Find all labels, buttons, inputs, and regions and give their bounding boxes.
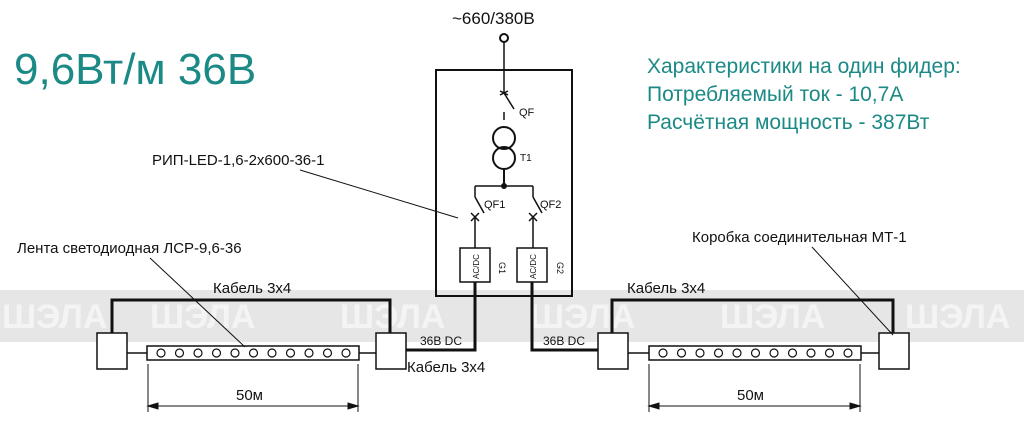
acdc-converter-1 [459,247,491,283]
led-icon [750,348,761,358]
supply-terminal-icon [499,33,509,43]
watermark-text-6: ШЭЛА [905,298,1010,336]
led-icon [787,348,798,358]
watermark: ШЭЛА ШЭЛА ШЭЛА ШЭЛА ШЭЛА ШЭЛА [2,298,1010,336]
led-icon [824,348,835,358]
rip-label: РИП-LED-1,6-2х600-36-1 [152,152,324,169]
acdc-1-label: AC/DC [472,254,481,279]
qf1-breaker-icon [470,196,485,248]
led-icon [174,348,185,358]
junction-box-2 [375,332,407,370]
led-icon [285,348,296,358]
led-icon [713,348,724,358]
dimension-right [647,364,862,412]
strip-leader-line [149,257,246,348]
dimension-left [146,364,360,412]
length-label-right: 50м [737,387,764,404]
specs-current: Потребляемый ток - 10,7А [647,83,903,106]
led-icon [695,348,705,358]
transformer-icon [492,126,516,186]
strip-label: Лента светодиодная ЛСР-9,6-36 [17,240,242,257]
rip-leader-line [299,169,459,219]
junction-box-1 [96,332,128,370]
led-icon [769,348,779,358]
led-icon [193,348,203,358]
length-label-left: 50м [236,387,263,404]
led-icon [732,348,742,358]
led-icon [156,348,166,358]
led-icon [230,348,240,358]
left-return-cable [110,298,392,333]
led-icon [248,348,259,358]
junction-box-3 [597,332,629,370]
led-icon [304,348,314,358]
led-icon [806,348,816,358]
branch-wiring [474,185,534,197]
acdc-converter-2 [516,247,548,283]
led-icon [341,348,351,358]
specs-heading: Характеристики на один фидер: [647,55,961,78]
page-title: 9,6Вт/м 36В [14,45,256,94]
qf-breaker-icon [499,70,515,120]
qf1-label: QF1 [484,199,505,211]
led-strip-2-leds [658,348,853,358]
watermark-text-1: ШЭЛА [2,298,107,336]
cable-label-left: Кабель 3х4 [213,280,291,297]
led-icon [322,348,333,358]
qf-label: QF [519,107,535,119]
led-strip-1-leds [156,348,351,358]
box-leader-line [811,246,894,336]
junction-box-4 [878,332,910,370]
dc-label-right: 36В DC [543,334,585,348]
led-icon [676,348,687,358]
watermark-text-4: ШЭЛА [530,298,635,336]
qf2-label: QF2 [540,199,561,211]
watermark-text-3: ШЭЛА [340,298,445,336]
t1-label: T1 [520,153,532,164]
led-icon [658,348,668,358]
dc-output-cables [400,282,605,352]
led-icon [843,348,853,358]
cable-label-bottom: Кабель 3х4 [407,359,485,376]
watermark-text-5: ШЭЛА [720,298,825,336]
box-label: Коробка соединительная МТ-1 [692,229,907,246]
watermark-text-2: ШЭЛА [150,298,255,336]
acdc-2-label: AC/DC [529,254,538,279]
led-icon [267,348,277,358]
specs-power: Расчётная мощность - 387Вт [647,111,930,134]
supply-label: ~660/380В [452,9,535,28]
dc-label-left: 36В DC [420,334,462,348]
led-icon [211,348,222,358]
g2-label: G2 [555,262,565,274]
cable-label-right: Кабель 3х4 [627,280,705,297]
right-return-cable [610,298,895,333]
g1-label: G1 [497,262,507,274]
qf2-breaker-icon [528,196,543,248]
